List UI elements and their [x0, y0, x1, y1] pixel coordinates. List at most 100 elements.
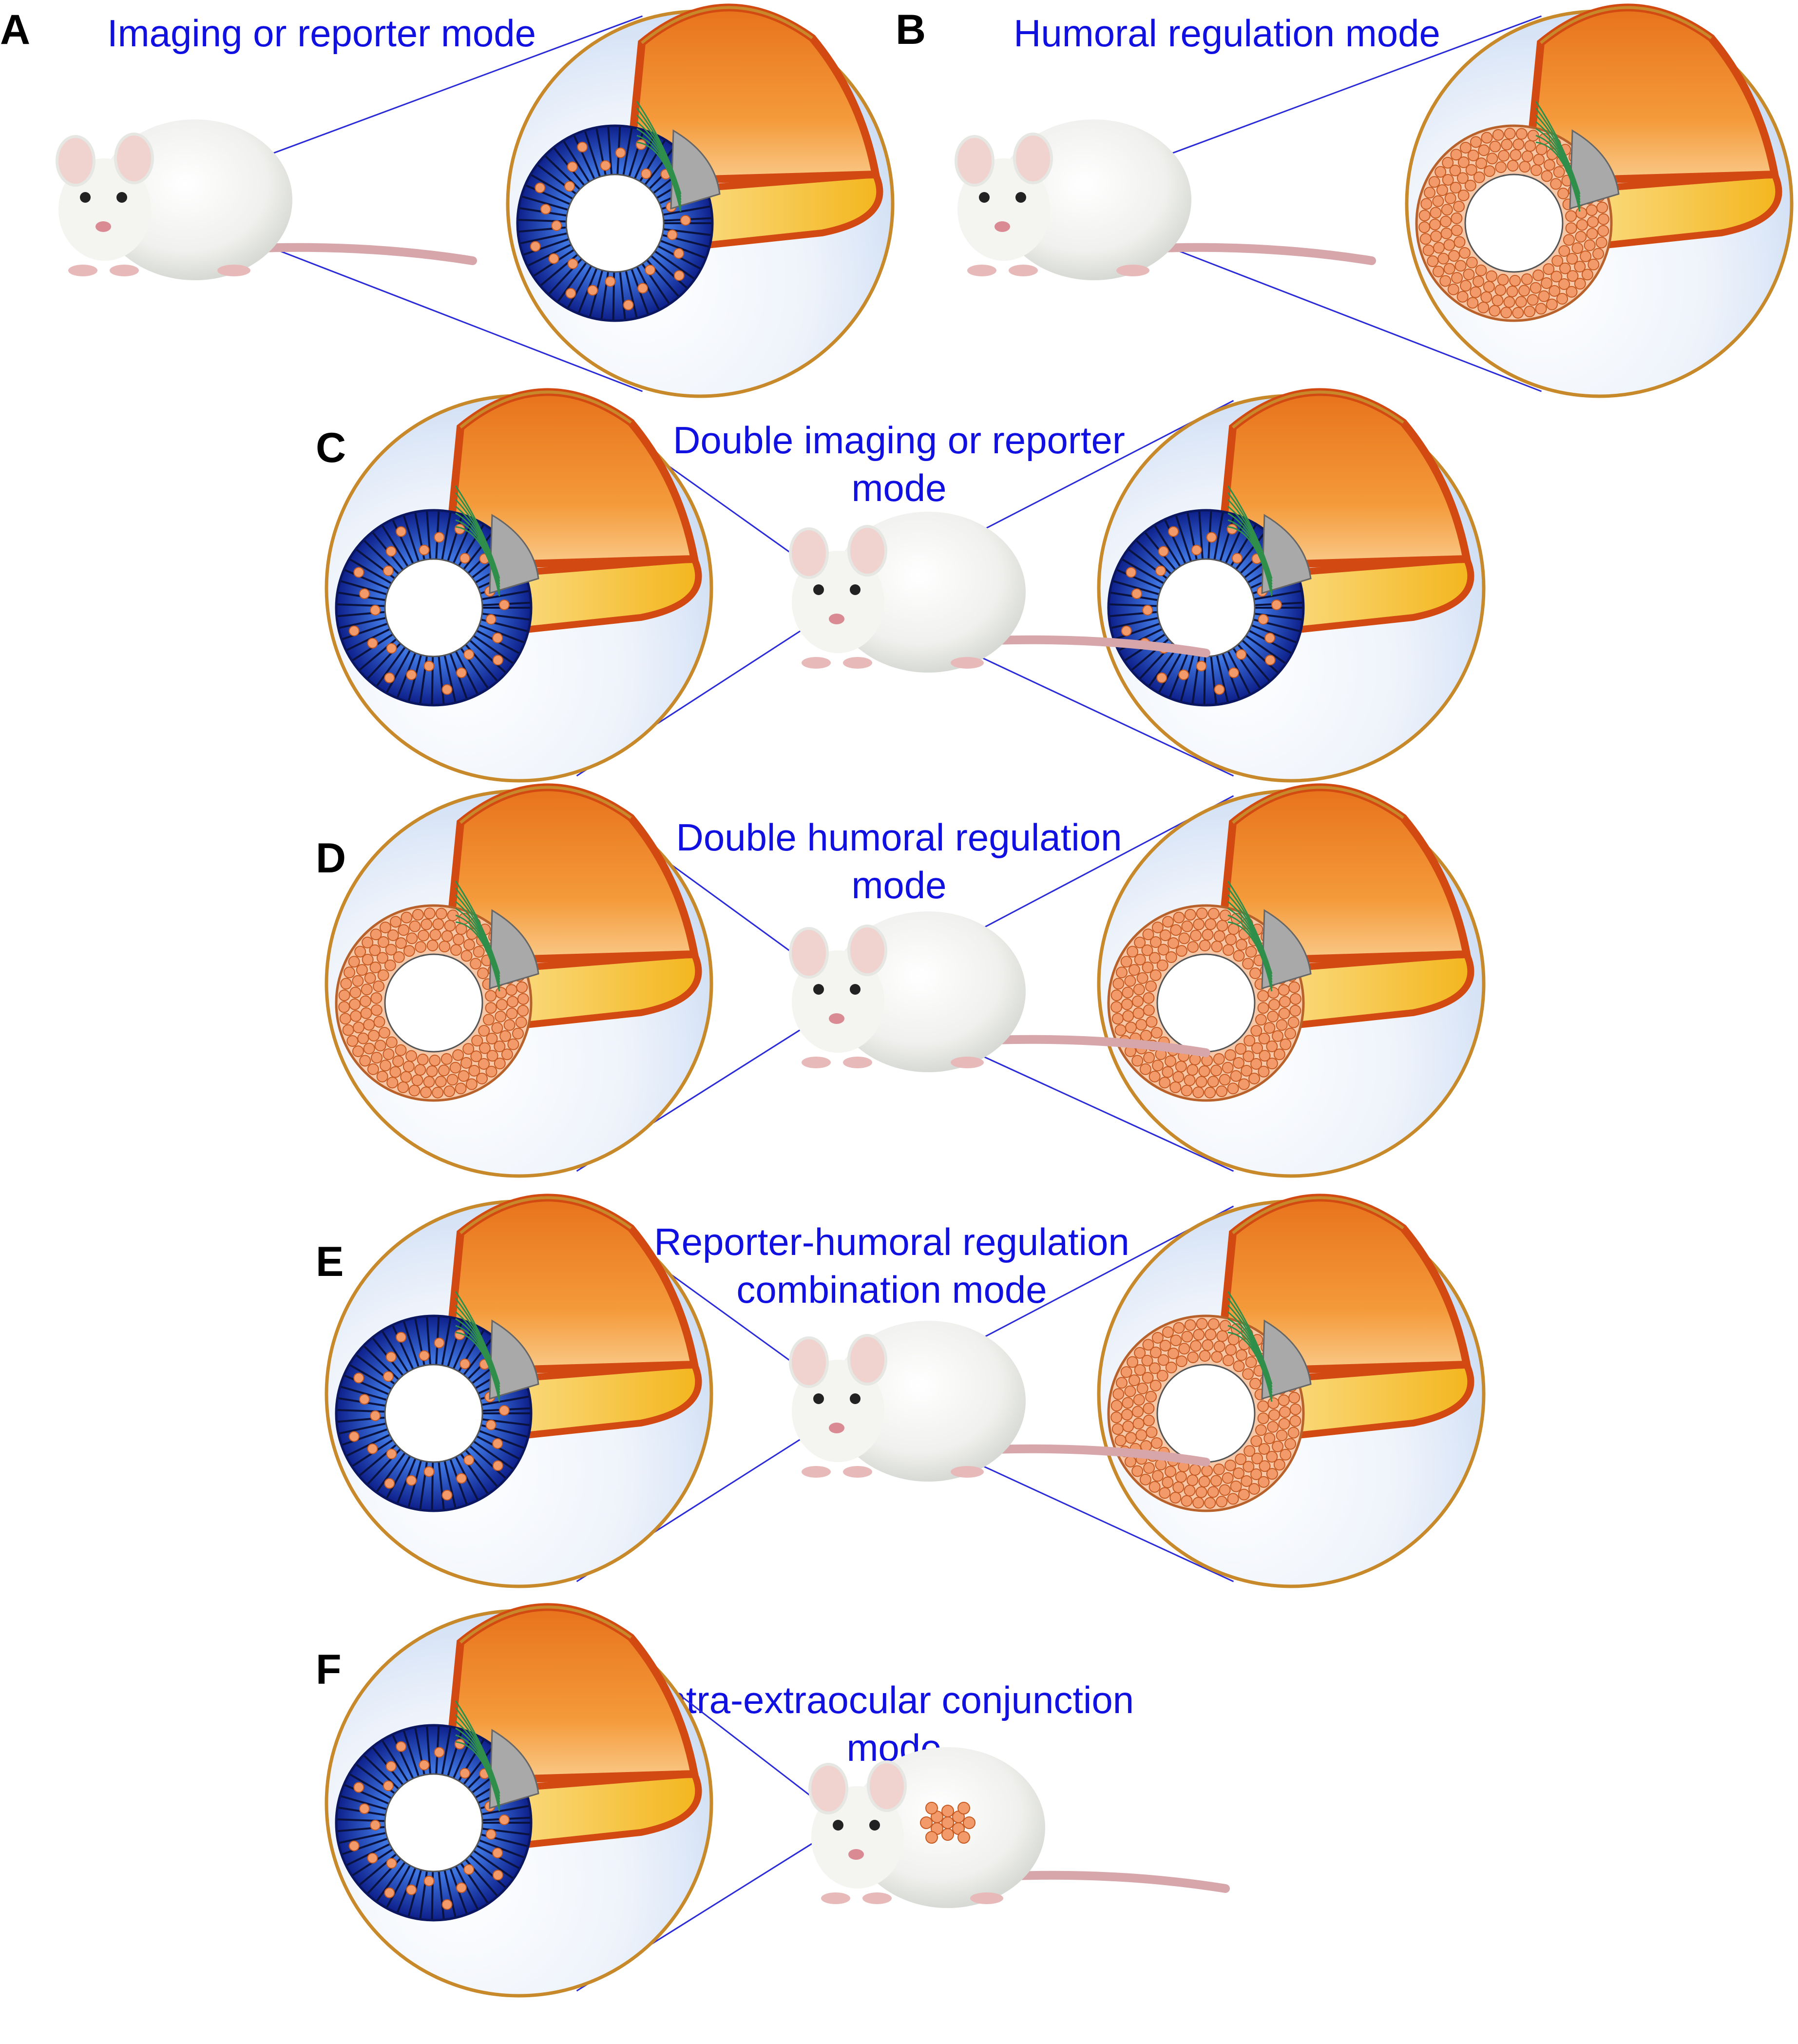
humoral-cell [438, 1064, 450, 1077]
photoreceptor-line [622, 128, 633, 175]
humoral-cell [1235, 1453, 1247, 1466]
mouse-nose [995, 221, 1010, 232]
humoral-cell [377, 969, 389, 981]
humoral-cell [1162, 1476, 1174, 1488]
humoral-cell [1454, 260, 1467, 272]
mouse-paw [862, 1892, 892, 1904]
humoral-cell [1267, 1421, 1279, 1433]
photoreceptor-line [344, 1374, 389, 1395]
humoral-cell [1475, 157, 1488, 170]
reporter-cell [530, 241, 541, 252]
humoral-cell [367, 1063, 379, 1075]
humoral-cell [1267, 1397, 1280, 1409]
humoral-cell [1173, 911, 1185, 924]
reporter-cell [667, 229, 678, 240]
photoreceptor-line [386, 650, 411, 693]
dome-rim [1232, 786, 1404, 824]
humoral-cell [1143, 1402, 1155, 1414]
mouse-tail [977, 1444, 1210, 1466]
nerve-fibre [1227, 881, 1273, 974]
humoral-cell [441, 930, 453, 942]
humoral-cell [383, 1048, 395, 1061]
mouse-eye-right [850, 984, 861, 995]
mouse-paw [1009, 265, 1038, 276]
mouse-eye-right [1015, 192, 1026, 203]
humoral-cell [354, 945, 366, 958]
humoral-cell [1149, 1379, 1162, 1391]
humoral-cell [478, 1025, 490, 1037]
humoral-cell [352, 975, 364, 987]
humoral-cell [477, 967, 489, 980]
extraocular-cell-cluster [920, 1802, 976, 1844]
caption-b: Humoral regulation mode [1014, 12, 1440, 55]
humoral-cell [350, 1010, 362, 1022]
humoral-cell [1230, 1480, 1242, 1492]
humoral-cell [1460, 280, 1472, 292]
photoreceptor-line [1254, 590, 1301, 600]
humoral-cell [1205, 1329, 1217, 1341]
humoral-cell [515, 1016, 527, 1028]
photoreceptor-line [584, 131, 601, 177]
reporter-cell [385, 1351, 397, 1363]
reporter-cell [640, 168, 651, 179]
humoral-cell [1432, 195, 1444, 207]
reporter-cell [1158, 546, 1169, 557]
photoreceptor-line [473, 635, 514, 664]
humoral-cell [1211, 941, 1223, 953]
humoral-cell [1575, 231, 1587, 243]
humoral-cell [1259, 1050, 1271, 1062]
photoreceptor-line [426, 511, 432, 559]
humoral-cell [1172, 1481, 1185, 1493]
humoral-cell [406, 932, 418, 945]
humoral-cell [1449, 164, 1461, 176]
caption-c-line1: Double imaging or reporter [673, 419, 1125, 462]
mouse-tail [1143, 243, 1376, 265]
humoral-cell [1574, 261, 1586, 273]
humoral-cell [1532, 269, 1545, 281]
humoral-cell [412, 908, 424, 921]
humoral-cell [338, 1001, 350, 1013]
humoral-cell [1204, 1086, 1216, 1099]
humoral-cell [1216, 1085, 1228, 1098]
humoral-eye-globe [1097, 1194, 1486, 1588]
humoral-cell [1175, 1355, 1187, 1368]
humoral-cell [1451, 272, 1463, 284]
humoral-cell [420, 1086, 432, 1099]
humoral-cell [463, 939, 475, 951]
lens-wedge [1261, 514, 1312, 595]
humoral-cell [1457, 156, 1470, 169]
mouse-paw [217, 265, 250, 276]
mouse-nose [848, 1849, 864, 1860]
humoral-cell [349, 986, 362, 999]
reporter-cell [441, 684, 453, 695]
humoral-cell [1584, 239, 1596, 251]
humoral-cell [1196, 907, 1208, 920]
photoreceptor-line [644, 146, 675, 186]
humoral-cell [1478, 144, 1490, 156]
reporter-cell [386, 643, 397, 654]
humoral-cell [1146, 1016, 1158, 1028]
humoral-cell [1287, 1016, 1300, 1028]
humoral-cell [1172, 1071, 1185, 1083]
vitreous-center [384, 558, 483, 657]
humoral-cell [1178, 1343, 1190, 1355]
reporter-cell [419, 1350, 430, 1361]
humoral-cell [339, 1013, 351, 1025]
mouse-paw [802, 657, 831, 669]
humoral-cell [389, 1066, 402, 1078]
photoreceptor-line [1245, 635, 1286, 664]
humoral-cell [1575, 207, 1588, 219]
humoral-cell [1521, 273, 1533, 285]
humoral-cell [1278, 984, 1290, 996]
reporter-cell [492, 632, 503, 643]
humoral-cell [1122, 1010, 1134, 1022]
mouse-ear-right [847, 525, 887, 577]
lens-wedge [489, 514, 539, 595]
reporter-cell [645, 264, 656, 275]
humoral-cell [1152, 1060, 1164, 1072]
humoral-cell [1267, 987, 1280, 999]
nerve-fibre [455, 881, 500, 974]
nerve-fibre [455, 526, 500, 597]
photoreceptor-line [1241, 639, 1279, 673]
retina-ring [335, 904, 533, 1102]
